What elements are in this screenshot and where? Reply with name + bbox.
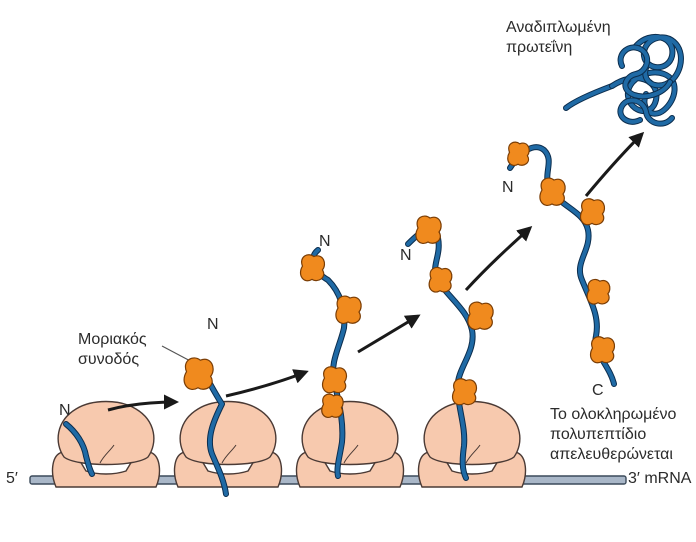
folded-protein-label: Αναδιπλωμένη πρωτεΐνη bbox=[506, 18, 611, 58]
chaperone-protein-6 bbox=[416, 216, 441, 243]
chaperone-protein-5 bbox=[322, 394, 343, 417]
ribosome-3 bbox=[297, 402, 404, 488]
step-arrow-3 bbox=[358, 316, 418, 352]
chaperone-protein-13 bbox=[587, 279, 610, 304]
chaperone-label: Μοριακός συνοδός bbox=[78, 330, 147, 370]
chaperone-protein-11 bbox=[540, 178, 565, 205]
n-terminus-label-stage-5: N bbox=[502, 178, 514, 198]
step-arrow-5 bbox=[586, 134, 642, 196]
folded-protein-label-line1: Αναδιπλωμένη bbox=[506, 18, 611, 38]
released-label-line2: πολυπεπτίδιο bbox=[550, 425, 676, 445]
chaperone-protein-7 bbox=[429, 267, 452, 292]
chaperone-protein-9 bbox=[453, 379, 477, 405]
ribosome-2 bbox=[175, 402, 282, 488]
n-terminus-label-stage-3: N bbox=[319, 232, 331, 252]
n-terminus-label-stage-2: N bbox=[207, 315, 219, 335]
n-terminus-label-stage-4: N bbox=[400, 246, 412, 266]
chaperone-protein-4 bbox=[323, 367, 347, 393]
chaperone-protein-14 bbox=[591, 337, 615, 363]
mrna-3-prime-label: 3′ mRNA bbox=[628, 469, 691, 489]
released-label-line3: απελευθερώνεται bbox=[550, 445, 676, 465]
chaperone-protein-10 bbox=[508, 142, 529, 165]
chaperone-protein-12 bbox=[581, 199, 605, 225]
chaperone-protein-2 bbox=[301, 255, 325, 281]
chaperone-protein-8 bbox=[468, 302, 493, 329]
ribosome-4 bbox=[419, 402, 526, 488]
step-arrow-4 bbox=[466, 228, 530, 290]
chaperone-label-line1: Μοριακός bbox=[78, 330, 147, 350]
mrna-5-prime-label: 5′ bbox=[6, 469, 18, 489]
chaperone-label-line2: συνοδός bbox=[78, 350, 147, 370]
released-polypeptide-label: Το ολοκληρωμένο πολυπεπτίδιο απελευθερών… bbox=[550, 405, 676, 465]
n-terminus-label-stage-1: N bbox=[59, 401, 71, 421]
polypeptide-chaperone-linker bbox=[566, 86, 612, 108]
released-label-line1: Το ολοκληρωμένο bbox=[550, 405, 676, 425]
folded-protein-label-line2: πρωτεΐνη bbox=[506, 38, 611, 58]
chaperone-protein-3 bbox=[336, 296, 361, 323]
c-terminus-label: C bbox=[592, 381, 604, 401]
chaperone-protein-1 bbox=[184, 358, 213, 389]
step-arrow-2 bbox=[226, 372, 306, 396]
